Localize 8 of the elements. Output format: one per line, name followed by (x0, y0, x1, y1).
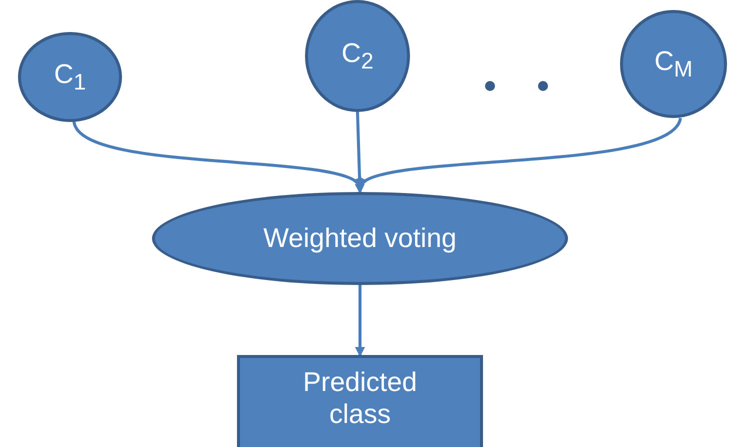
node-label: Predicted class (302, 366, 418, 431)
node-label: C$_{M}$ (654, 45, 693, 83)
node-label: C$_{2}$ (341, 37, 374, 75)
arrow (355, 285, 365, 357)
node-label: Weighted voting (263, 222, 457, 255)
arrow (354, 112, 365, 194)
node-label: C$_{1}$ (54, 58, 86, 96)
process-box (237, 355, 483, 447)
